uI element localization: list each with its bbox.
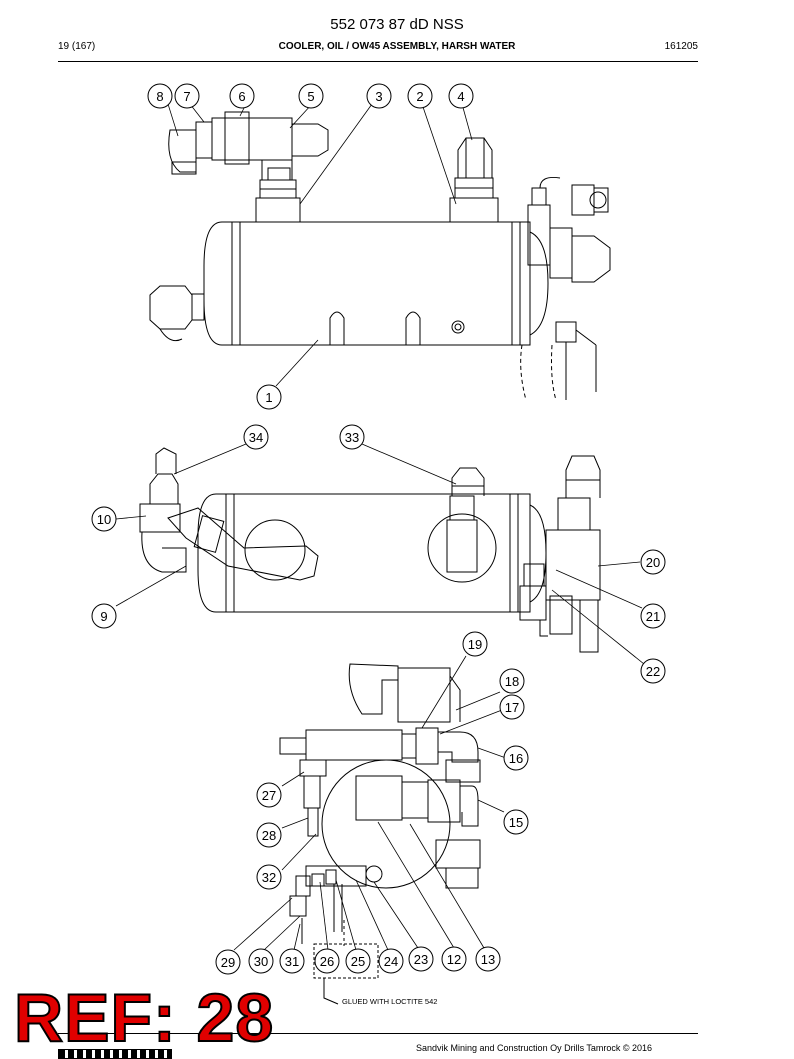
callout-label: 19 <box>468 637 482 652</box>
callout-label: 29 <box>221 955 235 970</box>
callout-label: 4 <box>457 89 464 104</box>
valve-assembly-view <box>279 663 481 1005</box>
callout-label: 27 <box>262 788 276 803</box>
callout-label: 23 <box>414 952 428 967</box>
reference-stamp: REF: 28 <box>13 980 275 1056</box>
callout-label: 5 <box>307 89 314 104</box>
callout-bubbles <box>91 83 666 975</box>
cooler-view-top <box>149 111 611 401</box>
callout-label: 24 <box>384 954 398 969</box>
callout-label: 22 <box>646 664 660 679</box>
callout-label: 17 <box>505 700 519 715</box>
callout-label: 13 <box>481 952 495 967</box>
callout-label: 2 <box>416 89 423 104</box>
callout-label: 34 <box>249 430 263 445</box>
callout-label: 9 <box>100 609 107 624</box>
leader-lines <box>115 103 645 951</box>
cooler-view-middle <box>139 447 601 653</box>
callout-label: 26 <box>320 954 334 969</box>
footer-rule <box>58 1033 698 1034</box>
callout-label: 21 <box>646 609 660 624</box>
callout-label: 10 <box>97 512 111 527</box>
assembly-note: GLUED WITH LOCTITE 542 <box>342 997 437 1006</box>
footer-copyright: Sandvik Mining and Construction Oy Drill… <box>416 1043 653 1053</box>
callout-label: 30 <box>254 954 268 969</box>
callout-label: 31 <box>285 954 299 969</box>
callout-label: 16 <box>509 751 523 766</box>
callout-label: 18 <box>505 674 519 689</box>
callout-label: 33 <box>345 430 359 445</box>
callout-label: 1 <box>265 390 272 405</box>
callout-label: 28 <box>262 828 276 843</box>
callout-label: 6 <box>238 89 245 104</box>
callout-label: 12 <box>447 952 461 967</box>
header-rule <box>58 61 698 62</box>
page-title: COOLER, OIL / OW45 ASSEMBLY, HARSH WATER <box>278 41 516 52</box>
document-number: 552 073 87 dD NSS <box>330 16 464 33</box>
callout-label: 7 <box>183 89 190 104</box>
document-code: 161205 <box>664 41 698 52</box>
callout-label: 25 <box>351 954 365 969</box>
callout-label: 8 <box>156 89 163 104</box>
callout-labels: 8 7 6 5 3 2 4 1 34 33 10 20 9 21 22 19 1… <box>97 89 660 970</box>
callout-label: 15 <box>509 815 523 830</box>
callout-label: 20 <box>646 555 660 570</box>
callout-label: 32 <box>262 870 276 885</box>
callout-label: 3 <box>375 89 382 104</box>
page-number: 19 (167) <box>58 41 96 52</box>
sandvik-logo <box>58 1049 172 1059</box>
